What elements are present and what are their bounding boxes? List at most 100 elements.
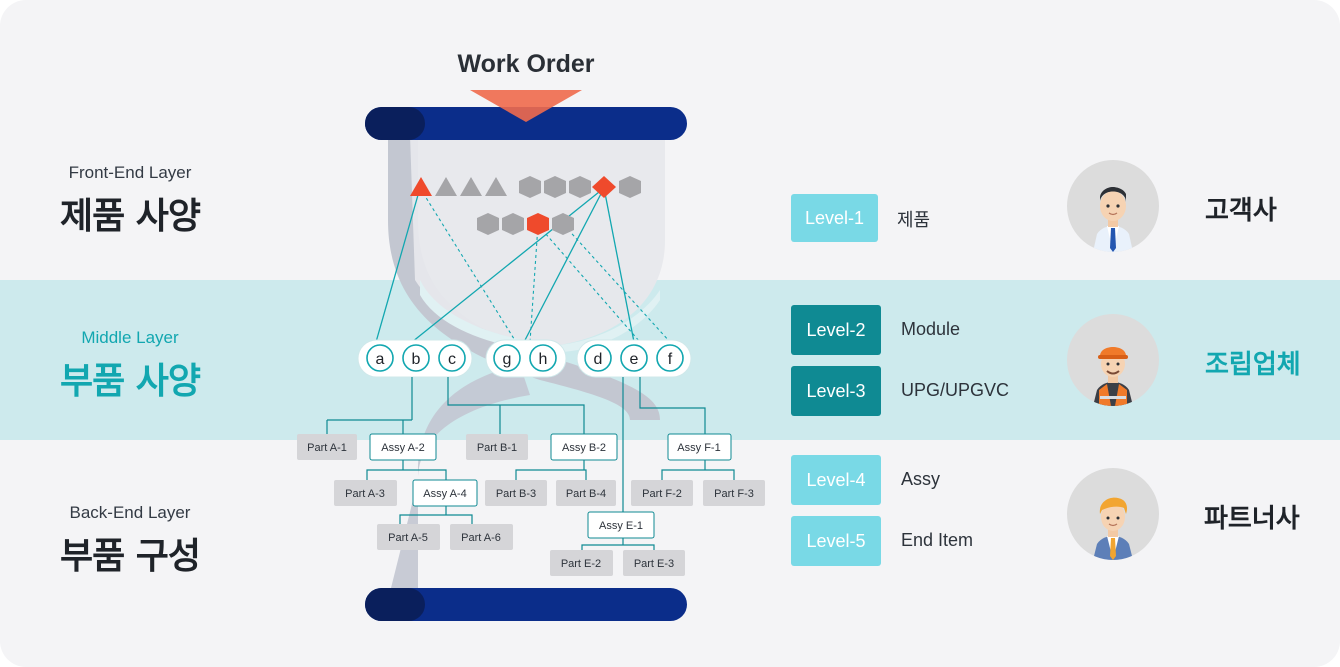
worker-icon (1093, 347, 1133, 406)
node-d (584, 344, 612, 372)
box-part-b4-label: Part B-4 (566, 488, 606, 500)
box-part-a1-label: Part A-1 (307, 442, 347, 454)
node-h (529, 344, 557, 372)
link-dashed (419, 187, 517, 343)
box-assy-a2 (369, 433, 437, 461)
tree-line (661, 460, 735, 480)
box-part-f2 (631, 480, 693, 506)
node-b-label: b (412, 351, 421, 368)
box-part-b3 (485, 480, 547, 506)
back-layer-en: Back-End Layer (69, 503, 191, 522)
link-line (603, 187, 635, 343)
box-assy-b2-label: Assy B-2 (562, 442, 606, 454)
node-d-label: d (594, 351, 603, 368)
assembler-role: 조립업체 (1205, 350, 1301, 380)
level-1-badge: Level-1 (791, 194, 878, 242)
box-part-e3-label: Part E-3 (634, 558, 674, 570)
level-3-text: UPG/UPGVC (901, 380, 1010, 400)
box-part-e3 (623, 550, 685, 576)
box-assy-f1-label: Assy F-1 (677, 442, 720, 454)
hexagon-shape (544, 176, 566, 198)
box-assy-a2-label: Assy A-2 (381, 442, 424, 454)
box-part-a1 (297, 434, 357, 460)
level-5-badge: Level-5 (791, 516, 881, 566)
node-c (438, 344, 466, 372)
link-line (523, 187, 605, 343)
level-5-text: End Item (901, 530, 974, 550)
level-4-badge: Level-4 (791, 455, 881, 505)
front-layer-ko: 제품 사양 (59, 196, 201, 237)
box-part-e2-label: Part E-2 (561, 558, 601, 570)
partner-avatar (1067, 468, 1159, 560)
customer-role: 고객사 (1205, 196, 1277, 226)
node-e (620, 344, 648, 372)
back-layer-ko: 부품 구성 (59, 536, 201, 577)
level-3-badge: Level-3 (791, 366, 881, 416)
level-2-text: Module (901, 319, 961, 339)
assembler-avatar (1067, 314, 1159, 406)
tree-line (366, 460, 447, 480)
node-c-label: c (448, 351, 456, 368)
link-line (375, 187, 421, 343)
box-part-f2-label: Part F-2 (642, 488, 682, 500)
hexagon-highlight (527, 213, 549, 235)
hexagon-shape (619, 176, 641, 198)
link-dashed (529, 224, 539, 343)
link-dashed (537, 224, 641, 343)
diamond-highlight (592, 176, 616, 198)
hourglass-back-lower (388, 365, 530, 600)
box-part-a6 (450, 524, 513, 550)
hexagon-shape (502, 213, 524, 235)
box-part-a5-label: Part A-5 (388, 532, 428, 544)
box-part-a6-label: Part A-6 (461, 532, 501, 544)
triangle-shape (435, 177, 457, 196)
tree-line (326, 377, 413, 434)
node-g-label: g (503, 351, 512, 368)
triangle-shape (460, 177, 482, 196)
node-g (493, 344, 521, 372)
top-bar (365, 107, 687, 140)
level-1-text: 제품 (897, 210, 931, 230)
node-a-label: a (376, 351, 385, 368)
funnel-arrow (470, 90, 582, 122)
bottom-bar (365, 588, 687, 621)
top-bar-shade (365, 107, 425, 140)
node-f (656, 344, 684, 372)
box-part-b1 (466, 434, 528, 460)
partner-person-icon (1093, 497, 1133, 560)
node-h-label: h (539, 351, 548, 368)
triangle-highlight (410, 177, 432, 196)
level-2-badge: Level-2 (791, 305, 881, 355)
middle-layer-ko: 부품 사양 (59, 361, 201, 402)
hexagon-shape (569, 176, 591, 198)
box-part-a3-label: Part A-3 (345, 488, 385, 500)
node-f-label: f (668, 351, 673, 368)
node-a (366, 344, 394, 372)
middle-layer-en: Middle Layer (81, 328, 179, 347)
tree-line (447, 377, 585, 434)
triangle-shape (485, 177, 507, 196)
link-line (411, 187, 605, 343)
box-part-a5 (377, 524, 440, 550)
customer-avatar (1067, 160, 1159, 252)
box-part-f3 (703, 480, 765, 506)
businessman-icon (1093, 187, 1133, 252)
hexagon-shape (552, 213, 574, 235)
box-part-b1-label: Part B-1 (477, 442, 517, 454)
box-assy-b2 (550, 433, 618, 461)
work-order-title: Work Order (457, 50, 595, 78)
box-part-a3 (334, 480, 397, 506)
box-part-b4 (556, 480, 616, 506)
front-layer-en: Front-End Layer (68, 163, 192, 182)
box-part-e2 (550, 550, 613, 576)
box-assy-e1 (587, 511, 655, 539)
tree-line (639, 377, 706, 434)
box-part-b3-label: Part B-3 (496, 488, 536, 500)
tree-line (515, 460, 587, 480)
hexagon-shape (477, 213, 499, 235)
node-b (402, 344, 430, 372)
link-dashed (563, 224, 671, 343)
box-assy-a4-label: Assy A-4 (423, 488, 466, 500)
